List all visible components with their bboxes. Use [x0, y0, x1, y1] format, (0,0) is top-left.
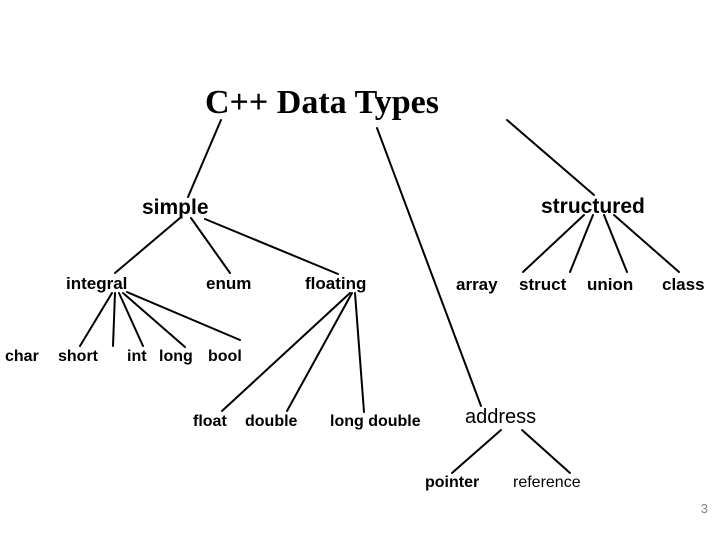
- edge-structured-struct: [569, 214, 594, 273]
- edge-integral-bool: [126, 291, 241, 341]
- node-char[interactable]: char: [5, 348, 39, 365]
- node-class[interactable]: class: [662, 275, 705, 294]
- edge-root-address: [376, 127, 482, 407]
- node-reference[interactable]: reference: [513, 474, 581, 491]
- page-number: 3: [700, 501, 708, 516]
- node-enum[interactable]: enum: [206, 274, 252, 293]
- edge-structured-union: [603, 214, 628, 273]
- node-structured[interactable]: structured: [541, 195, 645, 218]
- node-integral[interactable]: integral: [66, 274, 128, 293]
- edge-root-simple: [187, 119, 222, 198]
- node-short[interactable]: short: [58, 348, 98, 365]
- edge-address-reference: [521, 429, 571, 474]
- edge-floating-double: [286, 292, 353, 412]
- edge-floating-long-double: [354, 292, 365, 413]
- node-long-double[interactable]: long double: [330, 413, 421, 430]
- node-struct[interactable]: struct: [519, 275, 567, 294]
- edge-integral-char: [79, 292, 113, 347]
- edge-integral-short: [112, 292, 116, 347]
- edge-simple-enum: [190, 217, 231, 274]
- node-pointer[interactable]: pointer: [425, 474, 480, 491]
- edge-simple-integral: [114, 217, 181, 274]
- edge-structured-array: [522, 214, 585, 273]
- edge-simple-floating: [204, 218, 339, 275]
- node-union[interactable]: union: [587, 275, 634, 294]
- page-title: C++ Data Types: [205, 84, 439, 121]
- node-double[interactable]: double: [245, 413, 298, 430]
- node-bool[interactable]: bool: [208, 348, 242, 365]
- node-float[interactable]: float: [193, 413, 227, 430]
- node-address[interactable]: address: [465, 406, 537, 428]
- node-simple[interactable]: simple: [142, 196, 209, 219]
- node-long[interactable]: long: [159, 348, 193, 365]
- edge-integral-long: [122, 292, 186, 348]
- node-array[interactable]: array: [456, 275, 498, 294]
- edge-address-pointer: [451, 429, 502, 474]
- edge-structured-class: [613, 214, 680, 273]
- edge-root-structured: [506, 119, 595, 196]
- node-floating[interactable]: floating: [305, 274, 367, 293]
- node-int[interactable]: int: [127, 348, 147, 365]
- edge-integral-int: [118, 292, 144, 347]
